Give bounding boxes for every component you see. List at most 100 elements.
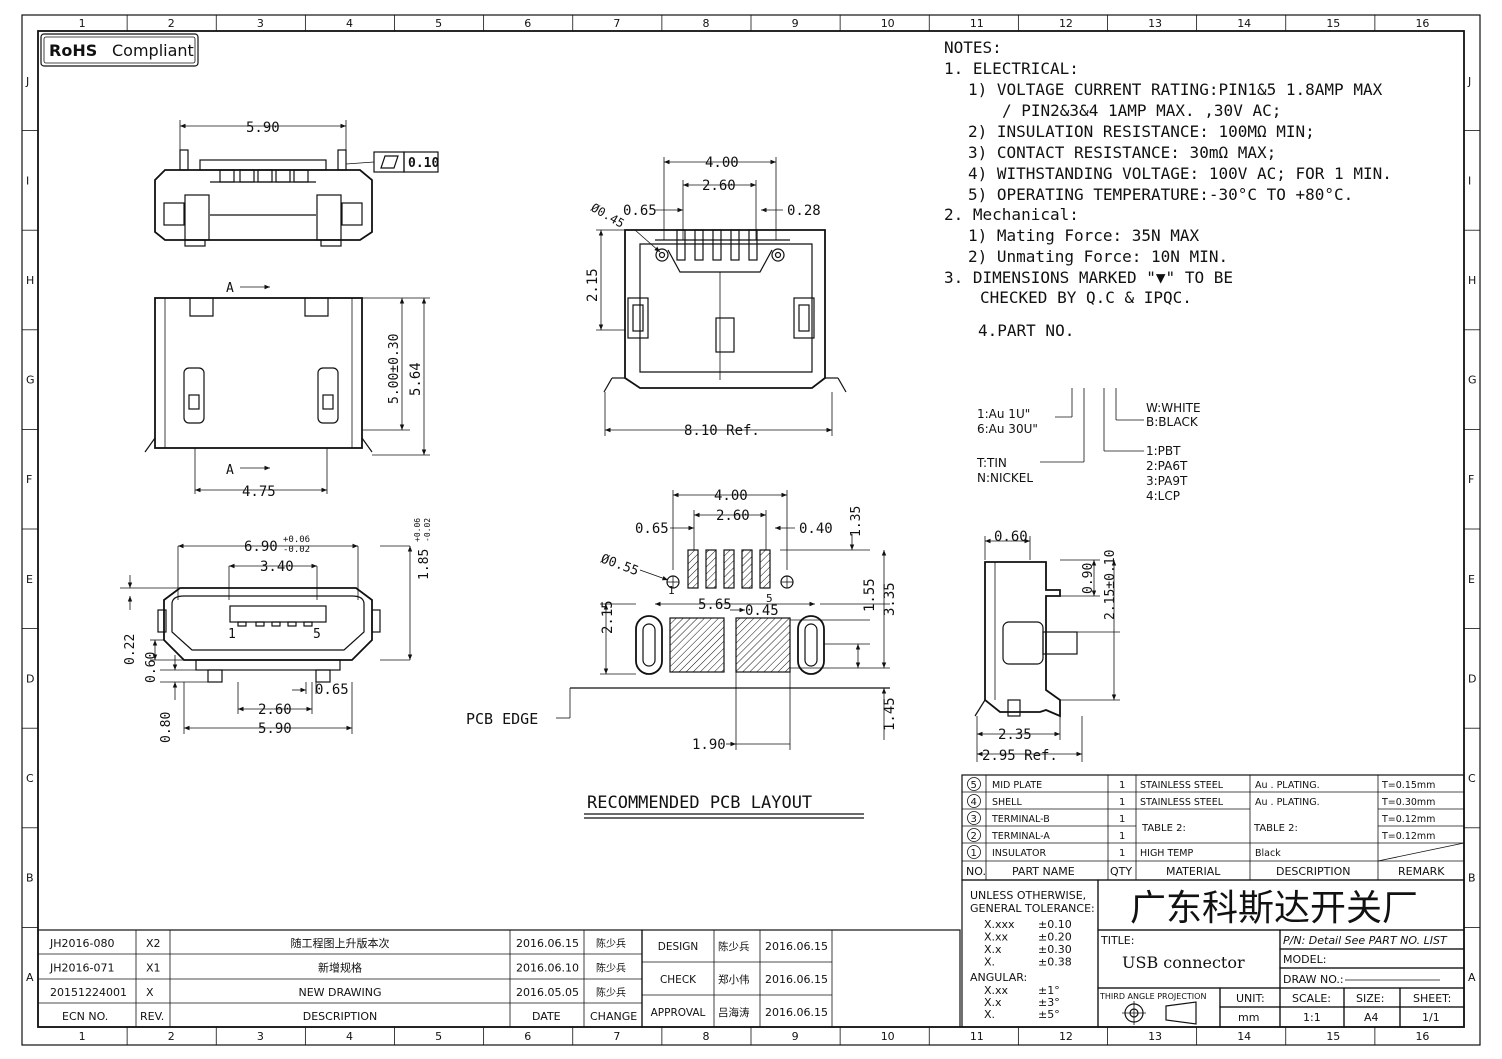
tolerance-block: UNLESS OTHERWISE, GENERAL TOLERANCE: ANG… [961, 879, 1099, 1028]
rohs-label: RoHS [49, 41, 97, 60]
grid-col-bottom-15: 15 [1326, 1030, 1340, 1043]
title-label: TITLE: [1100, 934, 1134, 947]
bom-name: SHELL [992, 797, 1022, 808]
bom-qty: 1 [1119, 814, 1125, 825]
dim-rs-090: 0.90 [1081, 563, 1096, 594]
grid-col-top-7: 7 [613, 17, 620, 30]
dim-bot-065: 0.65 [315, 682, 349, 698]
grid-col-top-3: 3 [257, 17, 264, 30]
dim-bot-060: 0.60 [144, 652, 159, 683]
pcb-layout: 4.00 2.60 0.65 0.40 1.35 Ø0.55 1 5 5.65 … [466, 488, 898, 819]
dim-flatness: 0.10 [408, 156, 439, 171]
dim-rs-295: 2.95 Ref. [982, 748, 1058, 764]
dim-end-028: 0.28 [787, 203, 821, 219]
dim-pcb-045: 0.45 [745, 603, 779, 619]
pin-1-label: 1 [228, 627, 236, 642]
tol-value: ±0.20 [1038, 931, 1072, 944]
grid-col-top-11: 11 [970, 17, 984, 30]
tol-angular-key: X.x [984, 996, 1002, 1009]
bom-qty: 1 [1119, 848, 1125, 859]
sheet-value: 1/1 [1422, 1011, 1440, 1024]
grid-col-bottom-2: 2 [168, 1030, 175, 1043]
grid-col-bottom-8: 8 [702, 1030, 709, 1043]
grid-row-right-J: J [1467, 75, 1471, 88]
dim-rs-215: 2.15±0.10 [1103, 550, 1118, 620]
grid-col-top-16: 16 [1415, 17, 1429, 30]
grid-col-bottom-16: 16 [1415, 1030, 1429, 1043]
note-line-6: 4) WITHSTANDING VOLTAGE: 100V AC; FOR 1 … [968, 164, 1392, 183]
dim-end-045: Ø0.45 [589, 200, 627, 230]
dim-bot-590: 5.90 [258, 721, 292, 737]
bom-name: TERMINAL-A [991, 831, 1050, 842]
unit-label: UNIT: [1236, 992, 1265, 1005]
grid-row-right-G: G [1468, 374, 1477, 387]
note-line-11: 3. DIMENSIONS MARKED "▼" TO BE [944, 268, 1233, 287]
rev-rev: X1 [146, 962, 161, 975]
grid-row-right-I: I [1468, 174, 1471, 187]
grid-col-top-15: 15 [1326, 17, 1340, 30]
bom-name: INSULATOR [992, 848, 1046, 859]
projection-cone-icon [1165, 1001, 1197, 1025]
tol-key: X.xx [984, 931, 1009, 944]
approval-name: 郑小伟 [718, 973, 750, 986]
pn-base-1: T:TIN [976, 456, 1007, 470]
dim-end-260: 2.60 [702, 178, 736, 194]
rev-rev: X2 [146, 937, 161, 950]
rev-desc: NEW DRAWING [298, 986, 381, 999]
bom-item-circle-icon [967, 845, 981, 859]
rev-change: 陈少兵 [596, 962, 626, 975]
bom-qty: 1 [1119, 780, 1125, 791]
grid-col-bottom-3: 3 [257, 1030, 264, 1043]
tol-key: X.xxx [984, 918, 1015, 931]
bom-desc: Au . PLATING. [1255, 797, 1320, 808]
dim-rs-060: 0.60 [994, 529, 1028, 545]
size-value: A4 [1364, 1011, 1379, 1024]
bom-no: 4 [971, 797, 977, 808]
rev-date: 2016.05.05 [516, 986, 579, 999]
dim-bot-185-tol-dn: -0.02 [423, 518, 432, 542]
bom-no: 5 [971, 780, 977, 791]
grid-col-bottom-12: 12 [1059, 1030, 1073, 1043]
pn-mat-3: 3:PA9T [1146, 474, 1188, 488]
bom-material: HIGH TEMP [1140, 848, 1193, 859]
dim-pcb-335: 3.35 [882, 582, 898, 616]
dim-pcb-215: 2.15 [600, 600, 616, 634]
dim-end-400: 4.00 [705, 155, 739, 171]
size-label: SIZE: [1356, 992, 1384, 1005]
company-name: 广东科斯达开关厂 [1130, 888, 1418, 929]
approval-name: 吕海涛 [718, 1006, 750, 1019]
notes: NOTES: 1. ELECTRICAL:1) VOLTAGE CURRENT … [944, 38, 1392, 340]
grid-row-right-H: H [1468, 274, 1476, 287]
note-line-7: 5) OPERATING TEMPERATURE:-30°C TO +80°C. [968, 185, 1353, 204]
grid-row-left-G: G [26, 374, 35, 387]
rev-rev: X [146, 986, 154, 999]
bom-remark: T=0.30mm [1381, 797, 1435, 808]
grid-col-bottom-6: 6 [524, 1030, 531, 1043]
bom-table2-desc: TABLE 2: [1253, 823, 1298, 834]
dim-bot-260: 2.60 [258, 702, 292, 718]
bom-desc: Au . PLATING. [1255, 780, 1320, 791]
bom-remark: T=0.12mm [1381, 831, 1435, 842]
unit-value: mm [1238, 1011, 1259, 1024]
title-block: 广东科斯达开关厂 TITLE: USB connector P/N: Detai… [1097, 879, 1465, 1028]
grid-row-left-D: D [26, 672, 34, 685]
bom-qty: 1 [1119, 831, 1125, 842]
dim-pcb-190: 1.90 [692, 737, 726, 753]
pcb-pin-1: 1 [668, 584, 675, 597]
end-view: 4.00 2.60 0.65 0.28 Ø0.45 [585, 155, 847, 439]
pn-color-2: B:BLACK [1146, 415, 1199, 429]
pn-mat-4: 4:LCP [1146, 489, 1180, 503]
grid-col-top-1: 1 [79, 17, 86, 30]
grid-row-left-I: I [26, 174, 29, 187]
compliant-label: Compliant [112, 41, 194, 60]
grid-row-right-A: A [1468, 971, 1476, 984]
note-line-12: CHECKED BY Q.C & IPQC. [980, 288, 1192, 307]
rev-desc: 新增规格 [318, 961, 362, 975]
dim-bot-690: 6.90 [244, 539, 278, 555]
bom-header-material: MATERIAL [1166, 865, 1221, 878]
top-view: 5.90 0.10 [154, 120, 439, 247]
grid-row-left-E: E [26, 573, 33, 586]
